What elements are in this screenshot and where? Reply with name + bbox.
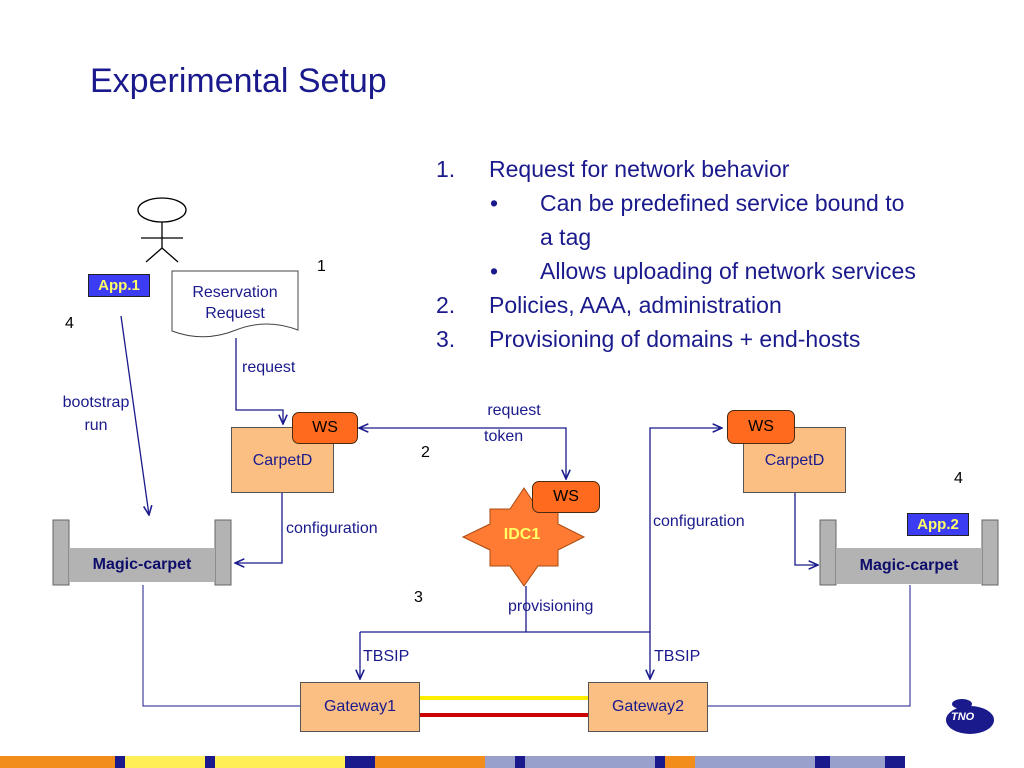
- list-text: Can be predefined service bound to: [540, 190, 905, 216]
- step-number-3: 3: [414, 589, 423, 606]
- request-token-label-2: token: [484, 428, 524, 445]
- reservation-line-1: Reservation: [192, 284, 278, 301]
- request-token-arrow: [359, 428, 566, 479]
- idc-label: IDC1: [503, 526, 541, 543]
- list-text: Provisioning of domains + end-hosts: [489, 326, 861, 352]
- request-arrow: [235, 338, 283, 424]
- configuration-arrow-left: [235, 493, 283, 563]
- bootstrap-label-2: run: [84, 417, 108, 434]
- reservation-request-label: Reservation Request: [172, 282, 298, 324]
- list-item: 1. Request for network behavior: [436, 152, 916, 186]
- slide-title: Experimental Setup: [90, 62, 387, 100]
- bootstrap-arrow: [120, 315, 149, 515]
- link-mc-left-gw1: [142, 585, 300, 707]
- list-item: 3. Provisioning of domains + end-hosts: [436, 322, 916, 356]
- configuration-arrow-right: [794, 493, 818, 565]
- app2-badge: App.2: [907, 513, 969, 536]
- user-icon: [137, 197, 187, 263]
- magic-carpet-right: Magic-carpet: [836, 548, 982, 584]
- step-number-2: 2: [421, 444, 430, 461]
- reservation-line-2: Request: [205, 305, 265, 322]
- step-number-4-left: 4: [65, 315, 74, 332]
- list-item: 2. Policies, AAA, administration: [436, 288, 916, 322]
- tbsip-label-left: TBSIP: [363, 648, 410, 665]
- request-label: request: [242, 359, 296, 376]
- bullet: •: [490, 258, 499, 284]
- bullet: •: [490, 190, 499, 216]
- gateway2: Gateway2: [588, 682, 708, 732]
- logo-text: TNO: [951, 711, 975, 723]
- bootstrap-label-1: bootstrap: [62, 394, 130, 411]
- list-number: 2.: [436, 292, 456, 318]
- list-number: 3.: [436, 326, 456, 352]
- steps-list: 1. Request for network behavior • Can be p…: [436, 152, 916, 356]
- app1-badge: App.1: [88, 274, 150, 297]
- request-token-label-1: request: [487, 402, 541, 419]
- reservation-request-document: [171, 270, 299, 338]
- tno-logo: [946, 699, 994, 734]
- list-number: 1.: [436, 156, 456, 182]
- tbsip-label-right: TBSIP: [654, 648, 701, 665]
- link-mc-right-gw2: [708, 585, 911, 707]
- list-item: a tag: [436, 220, 916, 254]
- list-item: • Can be predefined service bound to: [436, 186, 916, 220]
- step-number-4-right: 4: [954, 470, 963, 487]
- ws-right: WS: [727, 410, 795, 444]
- list-item: • Allows uploading of network services: [436, 254, 916, 288]
- configuration-label-right: configuration: [653, 513, 745, 530]
- idc-to-ws-right-arrow: [649, 428, 722, 632]
- list-text: Policies, AAA, administration: [489, 292, 782, 318]
- list-text: Request for network behavior: [489, 156, 790, 182]
- list-text: a tag: [540, 224, 592, 250]
- list-text: Allows uploading of network services: [540, 258, 916, 284]
- configuration-label-left: configuration: [286, 520, 378, 537]
- footer-color-bar: [0, 756, 1024, 768]
- step-number-1: 1: [317, 258, 326, 275]
- ws-left: WS: [292, 412, 358, 444]
- provisioning-label: provisioning: [508, 598, 594, 615]
- ws-idc: WS: [532, 481, 600, 513]
- magic-carpet-left: Magic-carpet: [69, 548, 215, 582]
- gateway1: Gateway1: [300, 682, 420, 732]
